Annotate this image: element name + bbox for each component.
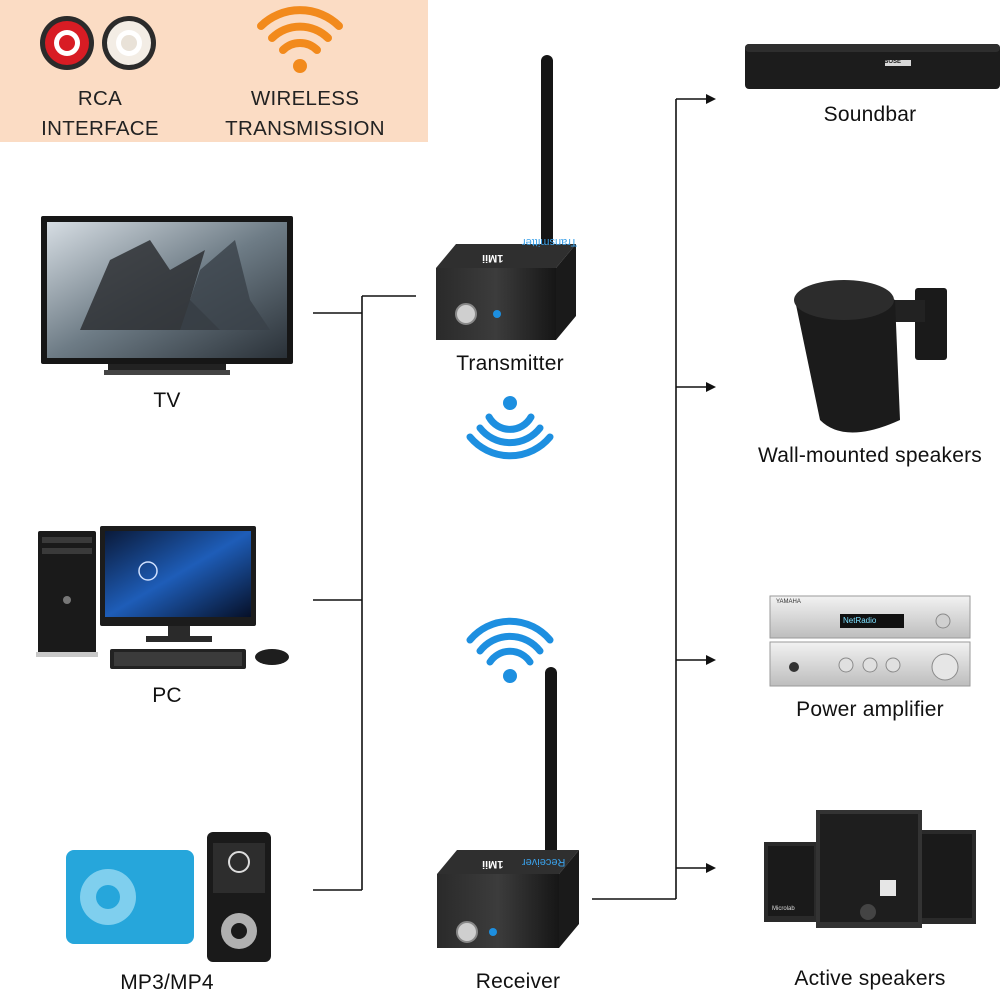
output-connector-lines bbox=[592, 94, 716, 900]
feature-icons bbox=[40, 6, 343, 73]
wall-speaker-image bbox=[794, 280, 947, 433]
source-label-pc: PC bbox=[152, 684, 182, 707]
amplifier-image bbox=[769, 595, 971, 687]
source-label-mp3: MP3/MP4 bbox=[120, 971, 214, 994]
source-label-tv: TV bbox=[153, 389, 181, 412]
wireless-label-line2: TRANSMISSION bbox=[225, 117, 385, 140]
active-speakers-image bbox=[764, 810, 976, 928]
wifi-icon bbox=[257, 6, 343, 73]
speaker-brand-text: Microlab bbox=[772, 906, 795, 912]
receiver-label: Receiver bbox=[475, 970, 561, 993]
receiver-device-text: Receiver bbox=[522, 856, 566, 868]
receiver-brand-text: 1Mii bbox=[482, 858, 504, 870]
transmitter-label: Transmitter bbox=[456, 352, 564, 375]
transmitter-signal-icon bbox=[466, 396, 554, 460]
rca-label-line1: RCA bbox=[77, 87, 123, 110]
output-label-wall-speakers: Wall-mounted speakers bbox=[757, 444, 982, 467]
transmitter-device bbox=[436, 55, 576, 340]
rca-label-line2: INTERFACE bbox=[41, 117, 159, 140]
pc-image bbox=[36, 526, 289, 669]
transmitter-brand-text: 1Mii bbox=[482, 252, 504, 264]
output-label-active-speakers: Active speakers bbox=[794, 967, 946, 990]
mp3-player-image bbox=[66, 832, 271, 962]
receiver-signal-icon bbox=[466, 617, 554, 683]
wireless-label-line1: WIRELESS bbox=[250, 87, 360, 110]
wireless-transmission-label: WIRELESS TRANSMISSION bbox=[210, 84, 400, 144]
soundbar-image bbox=[745, 44, 1000, 89]
output-label-soundbar: Soundbar bbox=[823, 103, 917, 126]
rca-jacks-icon bbox=[40, 16, 156, 70]
tv-image bbox=[41, 216, 293, 375]
output-label-amplifier: Power amplifier bbox=[796, 698, 944, 721]
transmitter-device-text: Transmitter bbox=[522, 236, 578, 248]
feature-banner: RCA INTERFACE WIRELESS TRANSMISSION bbox=[0, 0, 428, 142]
soundbar-brand-text: BOSE bbox=[884, 59, 902, 65]
amplifier-brand-text: YAMAHA bbox=[776, 599, 801, 605]
source-connector-lines bbox=[313, 295, 416, 891]
receiver-device bbox=[437, 667, 579, 948]
amplifier-display-text: NetRadio bbox=[843, 616, 877, 625]
rca-interface-label: RCA INTERFACE bbox=[20, 84, 180, 144]
